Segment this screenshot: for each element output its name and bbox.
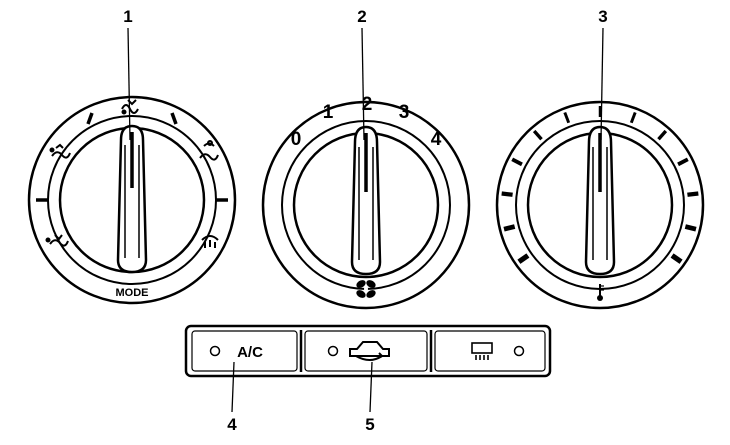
recirculation-icon — [349, 341, 390, 361]
svg-text:1: 1 — [123, 7, 132, 26]
temp-knob-pointer[interactable] — [584, 125, 616, 276]
defrost-icon — [201, 235, 219, 248]
temp-tick — [501, 191, 513, 197]
callout-1: 1 — [123, 7, 133, 141]
fan-speed-2: 2 — [362, 94, 373, 115]
ac-indicator-light — [209, 345, 221, 357]
svg-text:4: 4 — [227, 415, 237, 434]
fan-speed-0: 0 — [291, 129, 302, 150]
recirculation-button[interactable] — [304, 330, 428, 372]
temp-tick — [517, 253, 530, 264]
bi-level-icon — [49, 143, 71, 159]
mode-label: MODE — [116, 287, 149, 299]
temp-tick — [563, 111, 571, 124]
temp-tick — [677, 157, 689, 167]
callout-3: 3 — [598, 7, 608, 141]
foot-defrost-icon — [199, 140, 219, 161]
mode-knob-pointer[interactable] — [116, 124, 148, 274]
temperature-knob[interactable] — [495, 100, 705, 310]
ac-button-label: A/C — [237, 344, 263, 361]
ac-button[interactable]: A/C — [191, 330, 298, 372]
callout-5: 5 — [365, 361, 375, 434]
rear-defrost-indicator-light — [513, 345, 525, 357]
mode-tick-marks — [36, 112, 228, 202]
temp-tick — [532, 129, 543, 141]
temp-tick — [511, 157, 523, 167]
fan-speed-4: 4 — [431, 129, 442, 150]
temp-tick — [503, 224, 516, 232]
svg-text:3: 3 — [598, 7, 607, 26]
mode-knob[interactable]: MODE — [27, 95, 237, 305]
fan-knob-pointer[interactable] — [350, 125, 382, 276]
fan-knob[interactable]: 0 1 2 3 4 — [261, 94, 471, 310]
fan-speed-3: 3 — [399, 102, 410, 123]
rear-defrost-button[interactable] — [434, 330, 546, 372]
temp-tick — [657, 129, 668, 141]
callout-4: 4 — [227, 361, 237, 434]
fan-speed-1: 1 — [323, 102, 334, 123]
button-panel: A/C — [184, 324, 552, 378]
temp-scale-ticks — [501, 106, 699, 264]
recirc-indicator-light — [327, 345, 339, 357]
callout-2: 2 — [357, 7, 367, 141]
fan-icon — [356, 280, 376, 298]
foot-icon — [45, 234, 69, 247]
temp-tick — [687, 191, 699, 197]
svg-text:5: 5 — [365, 415, 374, 434]
temp-tick — [684, 224, 697, 232]
rear-defrost-icon — [471, 342, 493, 360]
temp-tick — [629, 111, 637, 124]
thermometer-icon — [597, 284, 604, 301]
temp-tick — [670, 253, 683, 264]
svg-text:2: 2 — [357, 7, 366, 26]
